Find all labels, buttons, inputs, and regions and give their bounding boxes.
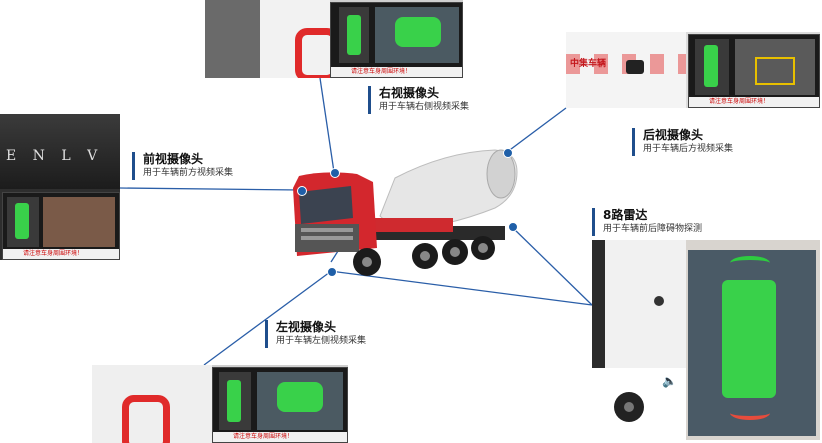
front-camera-dot [297,186,307,196]
left-camera-desc: 用于车辆左侧视频采集 [276,336,367,346]
right-camera-title: 右视摄像头 [379,86,440,100]
warning-text: 请注意车身周围环境！ [3,249,119,259]
front-camera-callout: 前视摄像头 用于车辆前方视频采集 [132,152,233,180]
left-camera-title: 左视摄像头 [276,320,337,334]
warning-text: 请注意车身周围环境！ [213,432,347,442]
radar-title: 8路雷达 [603,208,648,222]
right-camera-callout: 右视摄像头 用于车辆右侧视频采集 [368,86,469,114]
radar-thumbnail: 🔈 [592,240,820,440]
front-camera-thumbnail: E N L V 请注意车身周围环境！ [0,114,120,260]
brand-text: 中集车辆 [570,59,607,69]
right-camera-dot [330,168,340,178]
speaker-icon: 🔈 [662,374,677,388]
left-camera-thumbnail: 请注意车身周围环境！ [92,365,348,443]
rear-camera-title: 后视摄像头 [643,128,704,142]
rear-camera-thumbnail: 中集车辆 请注意车身周围环境！ [566,32,820,108]
radar-rear-dot [508,222,518,232]
rear-camera-desc: 用于车辆后方视频采集 [643,144,734,154]
radar-callout: 8路雷达 用于车辆前后障碍物探测 [592,208,702,236]
rear-camera-callout: 后视摄像头 用于车辆后方视频采集 [632,128,733,156]
radar-desc: 用于车辆前后障碍物探测 [603,224,703,234]
rear-camera-dot [503,148,513,158]
left-camera-dot [327,267,337,277]
warning-text: 请注意车身周围环境！ [689,97,819,107]
left-camera-callout: 左视摄像头 用于车辆左侧视频采集 [265,320,366,348]
front-camera-title: 前视摄像头 [143,152,204,166]
warning-text: 请注意车身周围环境！ [331,67,462,77]
right-camera-desc: 用于车辆右侧视频采集 [379,102,470,112]
right-camera-thumbnail: 请注意车身周围环境！ [205,0,463,78]
front-cab-letters: E N L V [6,148,104,164]
front-camera-desc: 用于车辆前方视频采集 [143,168,234,178]
mixer-truck-image [293,149,518,276]
